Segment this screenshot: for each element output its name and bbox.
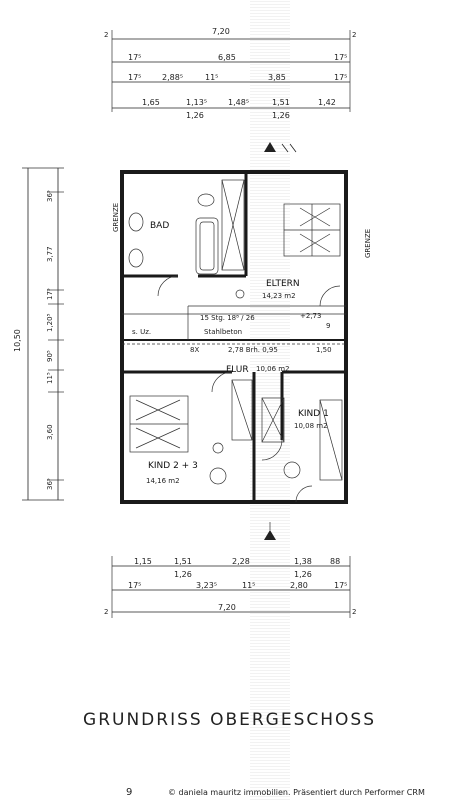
bot-r2-e: 17⁵: [334, 581, 347, 590]
bath-fixtures: [128, 193, 245, 299]
edge-mark-top-right: 2: [352, 31, 356, 39]
top-r2-d: 3,85: [268, 73, 286, 82]
bot-r1-d: 1,38: [294, 557, 312, 566]
top-r3-c: 1,48⁵: [228, 98, 249, 107]
bot-r1-c: 2,28: [232, 557, 250, 566]
room-eltern-area: 14,23 m2: [262, 292, 296, 300]
bot-r1-a: 1,15: [134, 557, 152, 566]
bot-r1-e: 88: [330, 557, 340, 566]
top-total-dim: 7,20: [212, 27, 230, 36]
top-r3-sub-b: 1,26: [272, 111, 290, 120]
top-r1-b: 6,85: [218, 53, 236, 62]
brh-label: 2,78 Brh. 0,95: [228, 346, 278, 354]
stair-label: 15 Stg. 18⁸ / 26: [200, 314, 255, 322]
top-r2-a: 17⁵: [128, 73, 141, 82]
room-flur-area: 10,06 m2: [256, 365, 290, 373]
section-marker-top: [264, 142, 297, 153]
edge-mark-top-left: 2: [104, 31, 108, 39]
room-eltern-label: ELTERN: [266, 279, 300, 289]
bot-r2-b: 3,23⁵: [196, 581, 217, 590]
bot-r1-sub-a: 1,26: [174, 570, 192, 579]
level-label: +2,73: [300, 312, 321, 320]
building-walls: [120, 170, 348, 504]
room-bad-label: BAD: [150, 221, 169, 231]
top-r3-e: 1,42: [318, 98, 336, 107]
eltern-bed: [283, 203, 341, 257]
bottom-total-dim: 7,20: [218, 603, 236, 612]
uz-label: s. Uz.: [132, 328, 151, 336]
room-kind23-area: 14,16 m2: [146, 477, 180, 485]
bottom-dimensions: 1,15 1,51 2,28 1,38 88 1,26 1,26 17⁵ 3,2…: [104, 556, 356, 618]
top-r2-c: 11⁵: [205, 73, 218, 82]
footer: 9 © daniela mauritz immobilien. Präsenti…: [0, 786, 459, 800]
beam-label: 1,50: [316, 346, 332, 354]
left-seg-2: 3,77: [46, 246, 54, 262]
left-dimensions: 10,50 36⁵ 3,77 17⁵ 1,20⁵ 90⁵ 11⁵ 3,60 36…: [13, 167, 64, 501]
left-seg-3: 17⁵: [46, 288, 54, 300]
edge-mark-bottom-left: 2: [104, 608, 108, 616]
level-sub-label: 9: [326, 322, 330, 330]
bot-r1-sub-b: 1,26: [294, 570, 312, 579]
top-r3-sub-a: 1,26: [186, 111, 204, 120]
room-flur-label: FLUR: [226, 365, 249, 375]
top-r2-e: 17⁵: [334, 73, 347, 82]
bot-r2-c: 11⁵: [242, 581, 255, 590]
top-r3-a: 1,65: [142, 98, 160, 107]
top-r2-b: 2,88⁵: [162, 73, 183, 82]
left-total-dim: 10,50: [13, 329, 22, 352]
left-seg-5: 90⁵: [46, 350, 54, 362]
bot-r2-a: 17⁵: [128, 581, 141, 590]
top-dimensions: 2 2 7,20 17⁵ 6,85 17⁵ 17⁵ 2,88⁵ 11⁵ 3,85…: [104, 27, 356, 120]
bot-r2-d: 2,80: [290, 581, 308, 590]
kind1-furniture: [261, 397, 301, 479]
left-seg-6: 11⁵: [46, 372, 54, 384]
left-seg-4: 1,20⁵: [46, 313, 54, 332]
kind23-bed: [129, 395, 227, 485]
top-r1-c: 17⁵: [334, 53, 347, 62]
room-kind1-label: KIND 1: [298, 409, 329, 419]
top-r3-d: 1,51: [272, 98, 290, 107]
left-seg-1: 36⁵: [46, 190, 54, 202]
plan-title: GRUNDRISS OBERGESCHOSS: [83, 710, 376, 730]
door-swings: [157, 275, 341, 503]
stahlbeton-label: Stahlbeton: [204, 328, 242, 336]
room-kind1-area: 10,08 m2: [294, 422, 328, 430]
section-marker-bottom: [264, 522, 276, 540]
left-seg-8: 36⁵: [46, 478, 54, 490]
room-kind23-label: KIND 2 + 3: [148, 461, 198, 471]
copyright-text: © daniela mauritz immobilien. Präsentier…: [168, 788, 425, 797]
top-r1-a: 17⁵: [128, 53, 141, 62]
brh-left-label: 8X: [190, 346, 199, 354]
page-number: 9: [126, 787, 133, 798]
top-r3-b: 1,13⁵: [186, 98, 207, 107]
left-seg-7: 3,60: [46, 424, 54, 440]
edge-mark-bottom-right: 2: [352, 608, 356, 616]
bot-r1-b: 1,51: [174, 557, 192, 566]
grenze-right-label: GRENZE: [364, 229, 372, 258]
grenze-left-label: GRENZE: [112, 203, 120, 232]
